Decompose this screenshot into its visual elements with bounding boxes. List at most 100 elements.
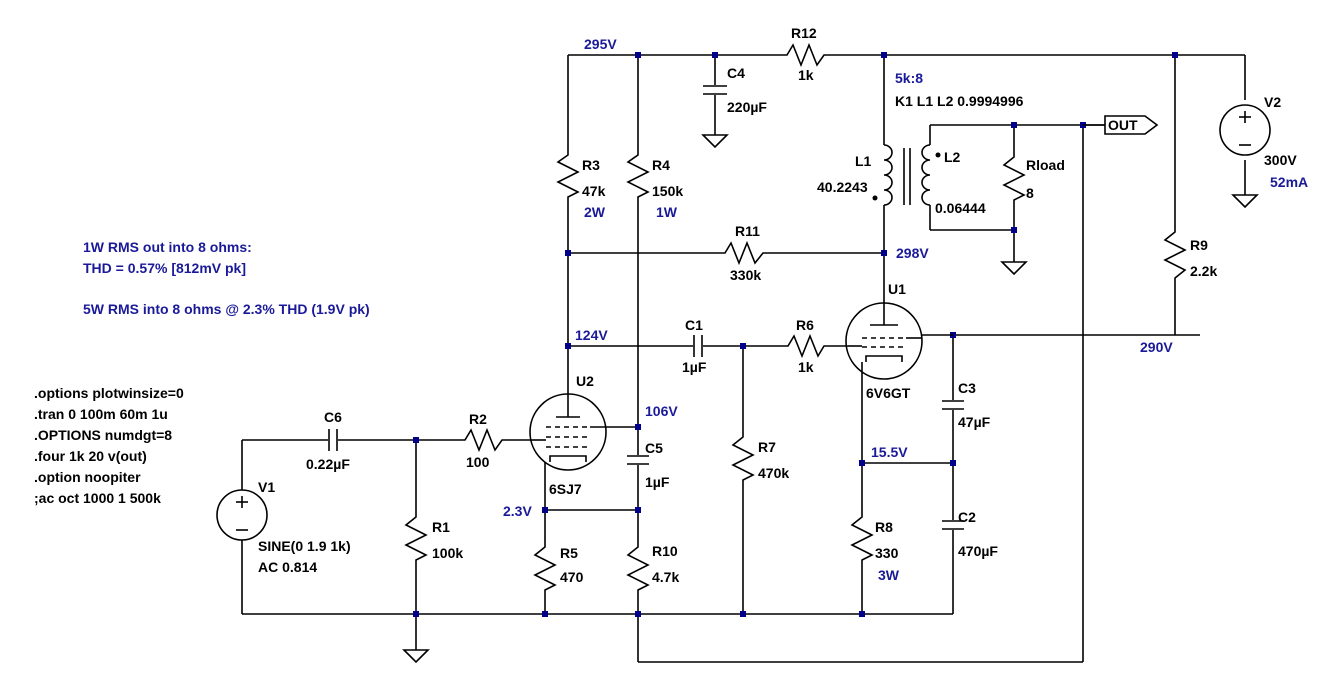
c5-ref: C5 xyxy=(645,440,663,456)
resistor-r12 xyxy=(780,42,830,68)
r1-value: 100k xyxy=(432,545,463,561)
spice-directive: .four 1k 20 v(out) xyxy=(34,448,147,464)
rload-value: 8 xyxy=(1026,185,1034,201)
node-voltage-u2-cathode: 2.3V xyxy=(503,503,532,519)
u2-ref: U2 xyxy=(576,373,594,389)
transformer-ratio: 5k:8 xyxy=(895,70,923,86)
r4-value: 150k xyxy=(652,183,683,199)
spice-directive: ;ac oct 1000 1 500k xyxy=(34,490,161,506)
r12-value: 1k xyxy=(798,67,814,83)
out-port-label: OUT xyxy=(1108,117,1138,133)
r2-value: 100 xyxy=(466,454,490,470)
v2-current: 52mA xyxy=(1270,174,1308,190)
inductor-l2 xyxy=(921,144,941,206)
ground-main xyxy=(402,649,430,664)
r6-value: 1k xyxy=(798,359,814,375)
v2-value: 300V xyxy=(1264,152,1297,168)
resistor-r1 xyxy=(404,510,428,565)
r4-power: 1W xyxy=(656,204,678,220)
r3-ref: R3 xyxy=(582,157,600,173)
r7-value: 470k xyxy=(758,465,789,481)
v1-ref: V1 xyxy=(258,479,275,495)
u1-ref: U1 xyxy=(888,281,906,297)
c6-value: 0.22µF xyxy=(306,456,350,472)
c4-ref: C4 xyxy=(727,65,745,81)
wires xyxy=(241,54,1246,663)
c5-value: 1µF xyxy=(645,474,670,490)
node-voltage-labels: 295V 298V 124V 106V 2.3V 15.5V 290V xyxy=(503,36,1173,519)
ground-rload xyxy=(1000,261,1028,276)
resistor-r5 xyxy=(533,540,557,595)
node-voltage-u1-screen: 290V xyxy=(1140,339,1173,355)
spice-directive: .option noopiter xyxy=(34,469,141,485)
u1-value: 6V6GT xyxy=(866,385,911,401)
r5-ref: R5 xyxy=(560,545,578,561)
resistor-r11 xyxy=(718,240,772,266)
resistor-r2 xyxy=(458,427,510,453)
v2-ref: V2 xyxy=(1264,94,1281,110)
capacitor-c5 xyxy=(627,455,649,465)
capacitor-c3 xyxy=(942,400,964,410)
resistor-r7 xyxy=(731,430,755,485)
c3-value: 47µF xyxy=(958,414,991,430)
capacitor-c4 xyxy=(703,85,727,95)
node-voltage-b-plus-1: 295V xyxy=(584,36,617,52)
u2-value: 6SJ7 xyxy=(549,481,582,497)
spice-directive: .OPTIONS numdgt=8 xyxy=(34,427,172,443)
node-voltage-u1-cathode: 15.5V xyxy=(871,444,908,460)
r10-value: 4.7k xyxy=(652,569,679,585)
l2-ref: L2 xyxy=(944,149,961,165)
l1-value: 40.2243 xyxy=(817,179,868,195)
node-voltage-u2-plate: 124V xyxy=(575,327,608,343)
resistor-r3 xyxy=(556,148,580,200)
tube-u1 xyxy=(845,300,953,380)
note-line-3: 5W RMS into 8 ohms @ 2.3% THD (1.9V pk) xyxy=(83,301,370,317)
r8-value: 330 xyxy=(875,545,899,561)
node-voltage-b-plus-u1: 298V xyxy=(896,245,929,261)
r9-ref: R9 xyxy=(1190,237,1208,253)
ground-c4 xyxy=(701,134,729,149)
out-port: OUT xyxy=(1083,115,1159,135)
r5-value: 470 xyxy=(560,569,584,585)
r1-ref: R1 xyxy=(432,519,450,535)
l1-ref: L1 xyxy=(855,153,872,169)
r7-ref: R7 xyxy=(758,439,776,455)
c3-ref: C3 xyxy=(958,380,976,396)
l2-value: 0.06444 xyxy=(935,200,986,216)
c2-ref: C2 xyxy=(958,509,976,525)
r12-ref: R12 xyxy=(791,25,817,41)
component-labels: R3 47k 2W R4 150k 1W C4 220µF R12 1k 5k:… xyxy=(258,25,1308,585)
capacitor-c6 xyxy=(328,429,338,451)
r11-value: 330k xyxy=(730,267,761,283)
r8-ref: R8 xyxy=(875,519,893,535)
capacitor-c1 xyxy=(693,335,703,357)
r3-power: 2W xyxy=(584,204,606,220)
r4-ref: R4 xyxy=(652,157,670,173)
transformer-core xyxy=(903,148,911,205)
r9-value: 2.2k xyxy=(1190,263,1217,279)
ground-v2 xyxy=(1231,194,1259,209)
r2-ref: R2 xyxy=(469,411,487,427)
note-line-1: 1W RMS out into 8 ohms: xyxy=(83,239,252,255)
note-line-2: THD = 0.57% [812mV pk] xyxy=(83,260,246,276)
resistor-r4 xyxy=(626,148,650,200)
resistor-r10 xyxy=(626,540,650,595)
r11-ref: R11 xyxy=(735,223,760,239)
c1-ref: C1 xyxy=(685,317,703,333)
r10-ref: R10 xyxy=(652,543,678,559)
inductor-l1 xyxy=(872,144,893,206)
tube-u2 xyxy=(529,393,610,471)
v1-line1: SINE(0 1.9 1k) xyxy=(258,538,351,554)
transformer-coupling: K1 L1 L2 0.9994996 xyxy=(895,93,1024,109)
resistor-rload xyxy=(1002,150,1026,205)
v1-line2: AC 0.814 xyxy=(258,559,317,575)
c2-value: 470µF xyxy=(958,543,998,559)
r8-power: 3W xyxy=(878,567,900,583)
voltage-source-v1 xyxy=(216,489,268,541)
resistor-r8 xyxy=(850,510,874,565)
spice-directive: .tran 0 100m 60m 1u xyxy=(34,406,168,422)
node-voltage-u2-screen: 106V xyxy=(645,403,678,419)
comment-notes: 1W RMS out into 8 ohms: THD = 0.57% [812… xyxy=(83,239,370,317)
c4-value: 220µF xyxy=(727,99,767,115)
